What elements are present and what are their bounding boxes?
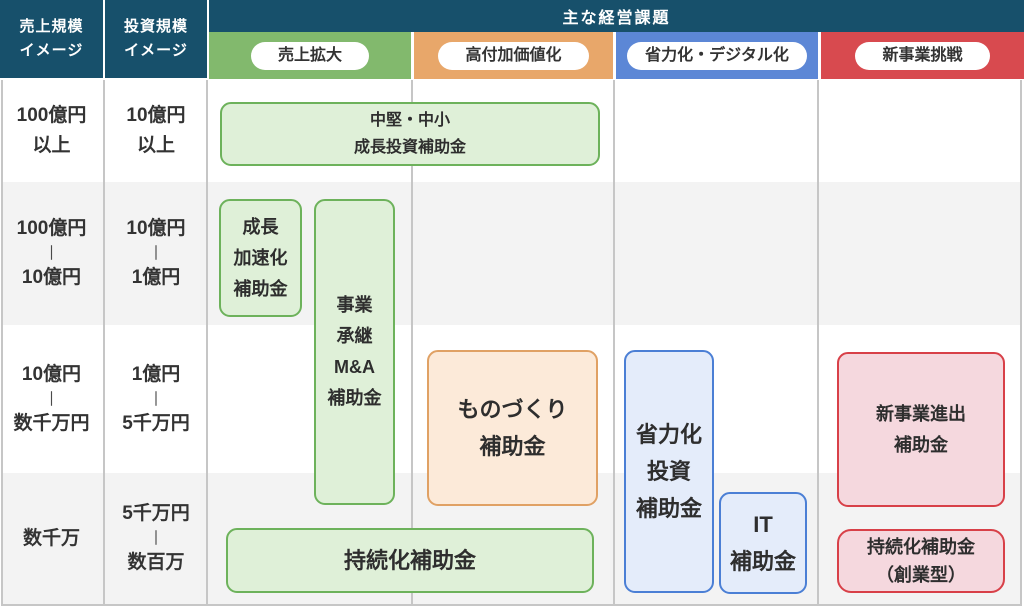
main-issues-title: 主な経営課題 bbox=[562, 10, 671, 27]
scale-value: 以上 bbox=[136, 135, 175, 156]
invest-scale-header: 投資規模 イメージ bbox=[105, 0, 207, 78]
subsidy-label-line: 補助金 bbox=[729, 549, 796, 574]
subsidy-box-jizokuka: 持続化補助金 bbox=[226, 528, 594, 593]
subsidy-label-line: 補助金 bbox=[233, 278, 288, 299]
subsidy-label-line: 加速化 bbox=[233, 247, 288, 268]
subsidy-label-line: 持続化補助金 bbox=[343, 548, 476, 573]
subsidy-label-line: 持続化補助金 bbox=[867, 537, 975, 557]
subsidy-box-it: IT 補助金 bbox=[719, 492, 807, 594]
subsidy-label-line: 補助金 bbox=[635, 496, 702, 521]
subsidy-label-line: IT bbox=[753, 512, 773, 537]
category-label-high-value-added: 高付加価値化 bbox=[438, 41, 589, 70]
subsidy-label-line: 成長 bbox=[242, 216, 279, 237]
subsidy-box-monozukuri: ものづくり 補助金 bbox=[427, 350, 598, 506]
subsidy-label-line: 新事業進出 bbox=[876, 403, 966, 424]
sales-scale-header-line: 売上規模 bbox=[19, 18, 84, 35]
scale-value: 数百万 bbox=[127, 552, 185, 573]
invest-scale-header-line: イメージ bbox=[124, 42, 188, 59]
sales-scale-header-line: イメージ bbox=[19, 42, 84, 59]
category-strip-new-business: 新事業挑戦 bbox=[821, 32, 1024, 79]
sales-scale-header: 売上規模 イメージ bbox=[0, 0, 103, 78]
subsidy-box-jigyo-shokei-ma: 事業 承継 M&A 補助金 bbox=[314, 199, 395, 505]
subsidy-box-jizokuka-sogyo: 持続化補助金 （創業型） bbox=[837, 529, 1005, 593]
sales-scale-row-4: 数千万 bbox=[0, 473, 103, 604]
range-separator: ｜ bbox=[44, 390, 59, 407]
range-separator: ｜ bbox=[149, 390, 163, 407]
subsidy-label-line: 中堅・中小 bbox=[369, 112, 450, 129]
invest-scale-row-1: 10億円 以上 bbox=[105, 80, 207, 182]
invest-scale-header-line: 投資規模 bbox=[123, 18, 188, 35]
subsidy-label-line: M&A bbox=[334, 357, 375, 377]
subsidy-label-line: 承継 bbox=[336, 326, 373, 346]
column-separator bbox=[817, 80, 819, 604]
column-separator bbox=[206, 80, 208, 604]
category-strip-labor-saving-digital: 省力化・デジタル化 bbox=[616, 32, 818, 79]
scale-value: 10億円 bbox=[126, 105, 186, 126]
subsidy-box-shinjigyo-shinshutsu: 新事業進出 補助金 bbox=[837, 352, 1005, 507]
scale-value: 数千万円 bbox=[13, 412, 90, 434]
subsidy-label-line: 補助金 bbox=[327, 388, 382, 408]
category-strip-high-value-added: 高付加価値化 bbox=[414, 32, 613, 79]
scale-value: 100億円 bbox=[16, 218, 87, 239]
subsidy-label-line: 事業 bbox=[336, 295, 373, 315]
table-frame bbox=[1, 80, 1022, 606]
sales-scale-row-2: 100億円 ｜ 10億円 bbox=[0, 182, 103, 325]
scale-value: 10億円 bbox=[21, 267, 82, 288]
column-separator bbox=[103, 80, 105, 604]
scale-value: 10億円 bbox=[21, 363, 82, 385]
category-label-labor-saving-digital: 省力化・デジタル化 bbox=[627, 41, 807, 70]
invest-scale-row-4: 5千万円 ｜ 数百万 bbox=[105, 473, 207, 604]
invest-scale-row-2: 10億円 ｜ 1億円 bbox=[105, 182, 207, 325]
sales-scale-row-1: 100億円 以上 bbox=[0, 80, 103, 182]
subsidy-label-line: ものづくり bbox=[457, 397, 568, 422]
main-issues-title-band: 主な経営課題 bbox=[209, 0, 1024, 32]
subsidy-label-line: 投資 bbox=[646, 459, 691, 484]
column-separator bbox=[411, 80, 413, 604]
subsidy-box-chuken-chusho-seicho-toshi: 中堅・中小 成長投資補助金 bbox=[220, 102, 600, 166]
scale-value: 以上 bbox=[32, 135, 71, 156]
category-label-new-business: 新事業挑戦 bbox=[855, 41, 990, 70]
scale-value: 1億円 bbox=[131, 267, 181, 288]
subsidy-label-line: 省力化 bbox=[635, 422, 702, 447]
category-strip-sales-expansion: 売上拡大 bbox=[209, 32, 411, 79]
scale-value: 10億円 bbox=[126, 218, 186, 239]
sales-scale-row-3: 10億円 ｜ 数千万円 bbox=[0, 325, 103, 473]
scale-value: 数千万 bbox=[22, 527, 80, 549]
subsidy-label-line: 補助金 bbox=[479, 434, 546, 459]
subsidy-box-seicho-kasokuka: 成長 加速化 補助金 bbox=[219, 199, 302, 317]
scale-value: 1億円 bbox=[131, 363, 181, 385]
subsidy-box-shoryokuka-toshi: 省力化 投資 補助金 bbox=[624, 350, 714, 593]
scale-value: 5千万円 bbox=[122, 503, 190, 524]
subsidy-label-line: 成長投資補助金 bbox=[353, 139, 466, 156]
row-stripe-2 bbox=[2, 182, 1020, 325]
range-separator: ｜ bbox=[149, 245, 163, 261]
column-separator bbox=[613, 80, 615, 604]
scale-value: 100億円 bbox=[16, 105, 87, 126]
range-separator: ｜ bbox=[149, 530, 163, 546]
scale-value: 5千万円 bbox=[122, 412, 190, 434]
subsidy-label-line: （創業型） bbox=[876, 565, 966, 585]
invest-scale-row-3: 1億円 ｜ 5千万円 bbox=[105, 325, 207, 473]
range-separator: ｜ bbox=[44, 245, 59, 261]
category-label-sales-expansion: 売上拡大 bbox=[250, 41, 369, 70]
subsidy-label-line: 補助金 bbox=[894, 434, 948, 455]
